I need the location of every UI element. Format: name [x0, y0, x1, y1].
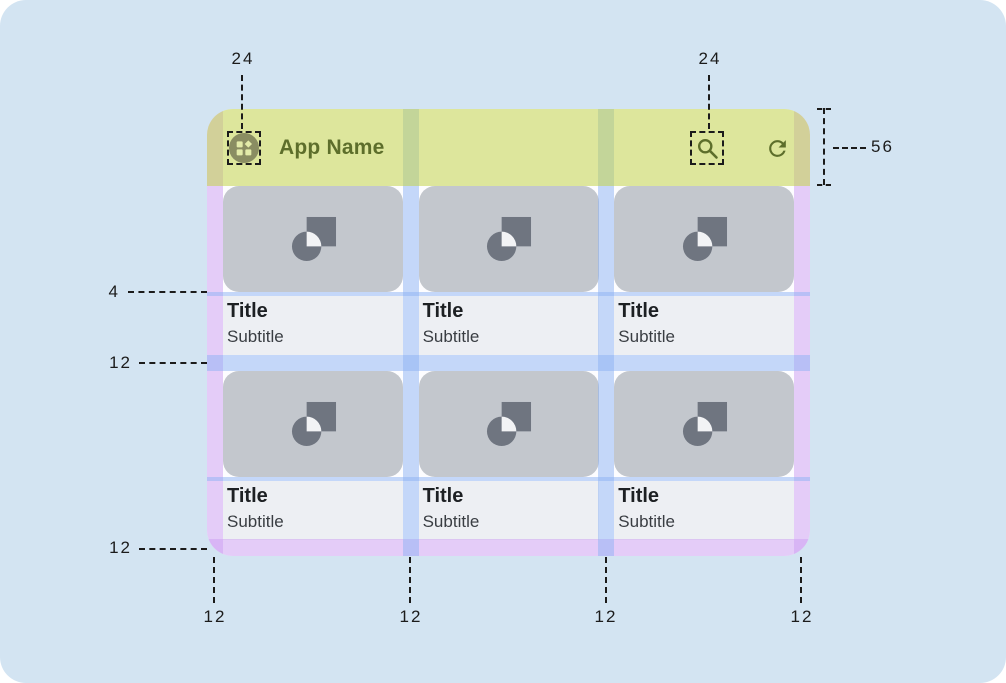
measure-line	[823, 108, 825, 185]
card-title: Title	[422, 300, 464, 322]
margin-overlay-bottom	[207, 539, 810, 556]
app-mockup: Title Subtitle Title Subtitle	[207, 109, 810, 556]
image-placeholder-icon	[682, 216, 727, 261]
measure-line	[833, 147, 866, 149]
measure-label-image-text-gap: 4	[108, 282, 120, 301]
card[interactable]: Title Subtitle	[614, 186, 795, 355]
measure-label-row-gutter: 12	[109, 353, 132, 372]
measure-label-left-margin: 12	[203, 607, 227, 626]
app-icon-measure-box	[227, 131, 261, 165]
image-placeholder-icon	[291, 216, 336, 261]
card-title: Title	[422, 485, 464, 507]
card-image	[223, 371, 403, 477]
card-image	[223, 186, 403, 292]
measure-label-search-icon: 24	[698, 49, 722, 68]
image-placeholder-icon	[291, 401, 336, 446]
card-subtitle: Subtitle	[227, 512, 284, 531]
refresh-icon	[768, 139, 786, 157]
measure-line	[817, 184, 831, 186]
card-title: Title	[227, 300, 268, 322]
measure-line	[139, 362, 207, 364]
card[interactable]: Title Subtitle	[223, 186, 403, 355]
image-placeholder-icon	[682, 401, 727, 446]
measure-label-gutter-1: 12	[399, 607, 423, 626]
measure-label-app-icon: 24	[231, 49, 255, 68]
measure-line	[605, 557, 607, 603]
app-name-title: App Name	[279, 135, 385, 159]
image-placeholder-icon	[487, 401, 532, 446]
measure-line	[800, 557, 802, 603]
card-image	[614, 186, 795, 292]
row-gutter-overlay	[207, 355, 810, 371]
measure-line	[708, 75, 710, 129]
image-placeholder-icon	[487, 216, 532, 261]
measure-line	[241, 75, 243, 129]
card[interactable]: Title Subtitle	[614, 371, 795, 540]
card-subtitle: Subtitle	[618, 512, 675, 531]
card[interactable]: Title Subtitle	[418, 186, 599, 355]
card-image	[418, 371, 599, 477]
measure-label-bottom-margin: 12	[109, 538, 132, 557]
search-icon-measure-box	[690, 131, 724, 165]
card[interactable]: Title Subtitle	[223, 371, 403, 540]
card-subtitle: Subtitle	[227, 327, 284, 346]
card[interactable]: Title Subtitle	[418, 371, 599, 540]
measure-label-right-margin: 12	[790, 607, 814, 626]
card-image	[614, 371, 795, 477]
card-subtitle: Subtitle	[618, 327, 675, 346]
card-image	[418, 186, 599, 292]
card-title: Title	[618, 300, 660, 322]
card-subtitle: Subtitle	[422, 512, 480, 531]
measure-line	[139, 548, 207, 550]
refresh-button[interactable]	[762, 133, 792, 163]
card-title: Title	[227, 485, 268, 507]
measure-label-gutter-2: 12	[594, 607, 618, 626]
measure-label-appbar-height: 56	[871, 137, 894, 156]
measure-line	[213, 557, 215, 603]
measure-line	[409, 557, 411, 603]
card-title: Title	[618, 485, 660, 507]
card-subtitle: Subtitle	[422, 327, 480, 346]
measure-line	[128, 291, 207, 293]
